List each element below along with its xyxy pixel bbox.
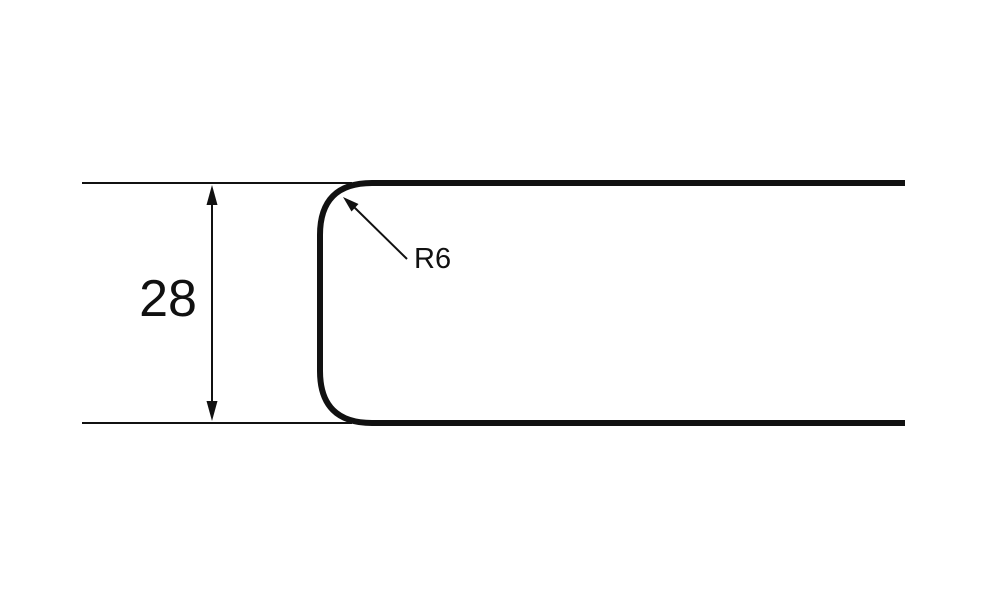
dimension-arrowhead-bottom [206, 401, 218, 421]
dimension-arrowhead-top [206, 185, 218, 205]
panel-outline [317, 180, 905, 426]
thickness-label: 28 [139, 270, 197, 328]
radius-label: R6 [414, 243, 451, 275]
radius-leader-arrowhead [343, 197, 359, 212]
radius-leader-line [353, 206, 408, 260]
